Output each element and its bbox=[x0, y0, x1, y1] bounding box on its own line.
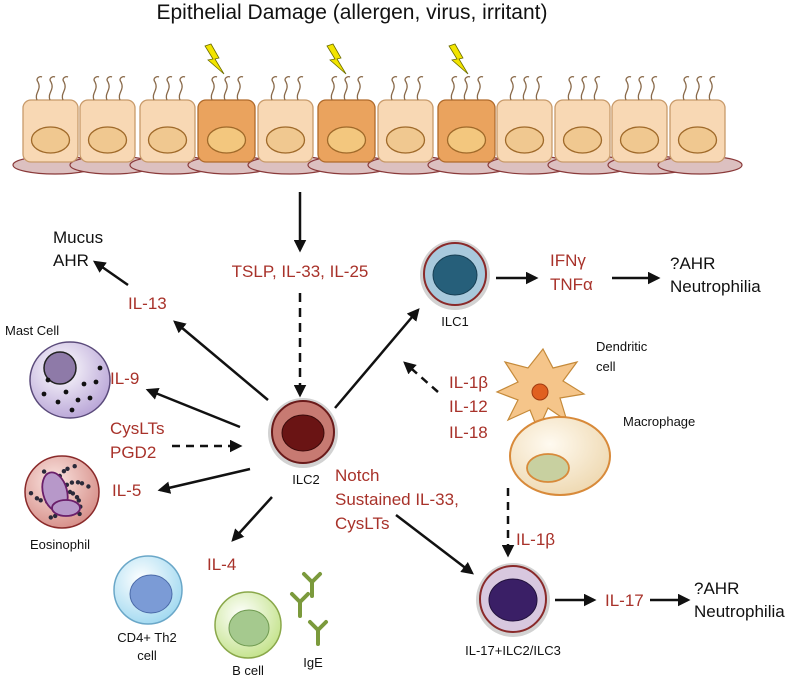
arrow-ilc2-to-ilc1 bbox=[334, 308, 420, 409]
label-pgd2: PGD2 bbox=[110, 443, 156, 462]
lightning-icon bbox=[204, 43, 225, 75]
label-il12: IL-12 bbox=[449, 397, 488, 416]
label-ahr: AHR bbox=[53, 251, 89, 270]
ilc3-cell bbox=[476, 563, 550, 637]
arrow-ilc2-to-il13 bbox=[173, 320, 269, 401]
label-il18: IL-18 bbox=[449, 423, 488, 442]
label-il17: IL-17 bbox=[605, 591, 644, 610]
label-neutrophilia-2: Neutrophilia bbox=[694, 602, 785, 621]
label-eosinophil: Eosinophil bbox=[30, 537, 90, 552]
label-tslp-il33-il25: TSLP, IL-33, IL-25 bbox=[232, 262, 369, 281]
arrow-il1b-to-ilc1 bbox=[403, 361, 439, 393]
label-il1b: IL-1β bbox=[449, 373, 488, 392]
label-il5: IL-5 bbox=[112, 481, 141, 500]
label-dendritic-line2: cell bbox=[596, 359, 616, 374]
label-il13: IL-13 bbox=[128, 294, 167, 313]
mast-cell bbox=[29, 341, 111, 419]
label-cyslts: CysLTs bbox=[110, 419, 164, 438]
diagram-title: Epithelial Damage (allergen, virus, irri… bbox=[157, 1, 548, 24]
label-il4: IL-4 bbox=[207, 555, 236, 574]
label-th2-line2: cell bbox=[137, 648, 157, 663]
label-ahr-question-2: ?AHR bbox=[694, 579, 739, 598]
label-neutrophilia-1: Neutrophilia bbox=[670, 277, 761, 296]
label-mast-cell: Mast Cell bbox=[5, 323, 59, 338]
label-macrophage: Macrophage bbox=[623, 414, 695, 429]
epithelium-layer bbox=[12, 76, 743, 175]
label-sustained-il33: Sustained IL-33, bbox=[335, 490, 459, 509]
arrow-il13-to-mucus bbox=[92, 260, 129, 287]
epithelial-cell bbox=[257, 76, 314, 163]
arrow-ilc2-to-il9 bbox=[145, 387, 241, 429]
epithelial-cell bbox=[669, 76, 726, 163]
epithelial-cell bbox=[554, 76, 611, 163]
damaged-epithelial-cell bbox=[317, 76, 376, 163]
dendritic-cell bbox=[495, 347, 586, 432]
label-il9: IL-9 bbox=[110, 369, 139, 388]
ige-icon bbox=[290, 572, 328, 646]
lightning-icon bbox=[326, 43, 347, 75]
label-ige: IgE bbox=[303, 655, 323, 670]
ilc2-cell bbox=[268, 398, 338, 468]
epithelial-cell bbox=[79, 76, 136, 163]
arrows bbox=[92, 192, 691, 607]
label-ifng: IFNγ bbox=[550, 251, 586, 270]
eosinophil-cell bbox=[24, 455, 100, 529]
label-th2-line1: CD4+ Th2 bbox=[117, 630, 176, 645]
epithelial-cell bbox=[22, 76, 79, 163]
label-ilc3: IL-17+ILC2/ILC3 bbox=[465, 643, 561, 658]
label-tnfa: TNFα bbox=[550, 275, 593, 294]
damaged-epithelial-cell bbox=[437, 76, 496, 163]
damaged-epithelial-cell bbox=[197, 76, 256, 163]
label-ahr-question-1: ?AHR bbox=[670, 254, 715, 273]
label-mucus: Mucus bbox=[53, 228, 103, 247]
arrow-ilc2-to-il5 bbox=[157, 467, 251, 494]
b-cell bbox=[214, 591, 282, 659]
label-b-cell: B cell bbox=[232, 663, 264, 678]
label-dendritic-line1: Dendritic bbox=[596, 339, 648, 354]
arrow-ilc2-to-il4 bbox=[231, 496, 273, 542]
th2-cell bbox=[113, 555, 183, 625]
epithelial-cell bbox=[139, 76, 196, 163]
epithelial-cell bbox=[377, 76, 434, 163]
label-notch: Notch bbox=[335, 466, 379, 485]
ilc1-cell bbox=[420, 240, 490, 310]
lightning-icon bbox=[448, 43, 469, 75]
epithelial-cell bbox=[611, 76, 668, 163]
label-ilc2: ILC2 bbox=[292, 472, 319, 487]
arrow-notch-to-ilc3 bbox=[395, 514, 474, 575]
label-cyslts-notch: CysLTs bbox=[335, 514, 389, 533]
macrophage-cell bbox=[509, 416, 611, 496]
label-ilc1: ILC1 bbox=[441, 314, 468, 329]
epithelial-cell bbox=[496, 76, 553, 163]
label-il1b-macrophage: IL-1β bbox=[516, 530, 555, 549]
